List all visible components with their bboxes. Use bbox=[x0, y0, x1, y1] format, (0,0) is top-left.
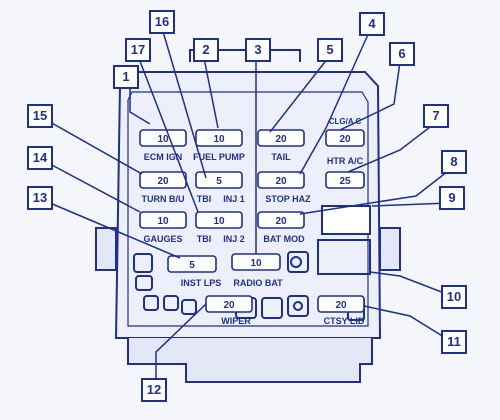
left-tab bbox=[95, 227, 117, 271]
component bbox=[133, 253, 153, 273]
fuse-label-tbi-a: TBI bbox=[197, 194, 212, 204]
callout-11: 11 bbox=[441, 330, 467, 354]
callout-6: 6 bbox=[389, 42, 415, 66]
fuse-label-radio-bat: RADIO BAT bbox=[233, 278, 283, 288]
fuse-label-tbi-b: TBI bbox=[197, 234, 212, 244]
fuse-rating-radio-bat: 10 bbox=[250, 258, 262, 269]
right-tab bbox=[379, 227, 401, 271]
fuse-rating-htr-ac: 25 bbox=[339, 176, 351, 187]
fuse-label-wiper: WIPER bbox=[221, 316, 251, 326]
callout-15: 15 bbox=[27, 104, 53, 128]
component bbox=[143, 295, 159, 311]
fuse-label-gauges: GAUGES bbox=[143, 234, 182, 244]
callout-12: 12 bbox=[141, 378, 167, 402]
callout-5: 5 bbox=[317, 38, 343, 62]
fuse-rating-fuel-pump: 10 bbox=[213, 134, 225, 145]
fuse-rating-turn-bu: 20 bbox=[157, 176, 169, 187]
fuse-rating-inst-lps: 5 bbox=[189, 260, 195, 271]
callout-14: 14 bbox=[27, 146, 53, 170]
fuse-label-ecm-ign: ECM IGN bbox=[144, 152, 183, 162]
component bbox=[181, 299, 197, 315]
fuse-rating-tail: 20 bbox=[275, 134, 287, 145]
fuse-label-turn-bu: TURN B/U bbox=[142, 194, 185, 204]
fuse-label-htr-ac: HTR A/C bbox=[327, 156, 364, 166]
fuse-rating-stop-haz: 20 bbox=[275, 176, 287, 187]
component bbox=[261, 297, 283, 319]
callout-4: 4 bbox=[359, 12, 385, 36]
component bbox=[163, 295, 179, 311]
fuse-rating-tbi-a: 5 bbox=[216, 176, 222, 187]
callout-9: 9 bbox=[439, 186, 465, 210]
callout-7: 7 bbox=[423, 104, 449, 128]
callout-10: 10 bbox=[441, 285, 467, 309]
callout-2: 2 bbox=[193, 38, 219, 62]
fuse-rating-wiper: 20 bbox=[223, 300, 235, 311]
component bbox=[287, 251, 309, 273]
fuse-rating-clg-a: 20 bbox=[339, 134, 351, 145]
fuse-label-ctsy-lid: CTSY LID bbox=[324, 316, 365, 326]
callout-13: 13 bbox=[27, 186, 53, 210]
component bbox=[135, 275, 153, 291]
fuse-rating-bat-mod: 20 bbox=[275, 216, 287, 227]
fuse-rating-gauges: 10 bbox=[157, 216, 169, 227]
relay-socket bbox=[317, 239, 371, 275]
callout-17: 17 bbox=[125, 38, 151, 62]
component bbox=[287, 295, 309, 317]
fuse-label-inj1: INJ 1 bbox=[223, 194, 245, 204]
callout-16: 16 bbox=[149, 10, 175, 34]
fuse-label-clg-a: CLG/A C bbox=[329, 117, 362, 126]
fuse-label-tail: TAIL bbox=[271, 152, 291, 162]
fuse-label-stop-haz: STOP HAZ bbox=[265, 194, 311, 204]
fuse-rating-tbi-b: 10 bbox=[213, 216, 225, 227]
fuse-label-inst-lps: INST LPS bbox=[181, 278, 222, 288]
callout-8: 8 bbox=[441, 150, 467, 174]
fuse-label-inj2: INJ 2 bbox=[223, 234, 245, 244]
base-connector bbox=[127, 338, 373, 383]
component bbox=[293, 301, 303, 311]
fuse-label-bat-mod: BAT MOD bbox=[263, 234, 305, 244]
inner-frame bbox=[127, 91, 369, 327]
component bbox=[290, 256, 302, 268]
fuse-label-fuel-pump: FUEL PUMP bbox=[193, 152, 245, 162]
relay-block bbox=[321, 205, 371, 235]
callout-1: 1 bbox=[113, 65, 139, 89]
fuse-rating-ctsy-lid: 20 bbox=[335, 300, 347, 311]
fuse-rating-ecm-ign: 10 bbox=[157, 134, 169, 145]
callout-3: 3 bbox=[245, 38, 271, 62]
